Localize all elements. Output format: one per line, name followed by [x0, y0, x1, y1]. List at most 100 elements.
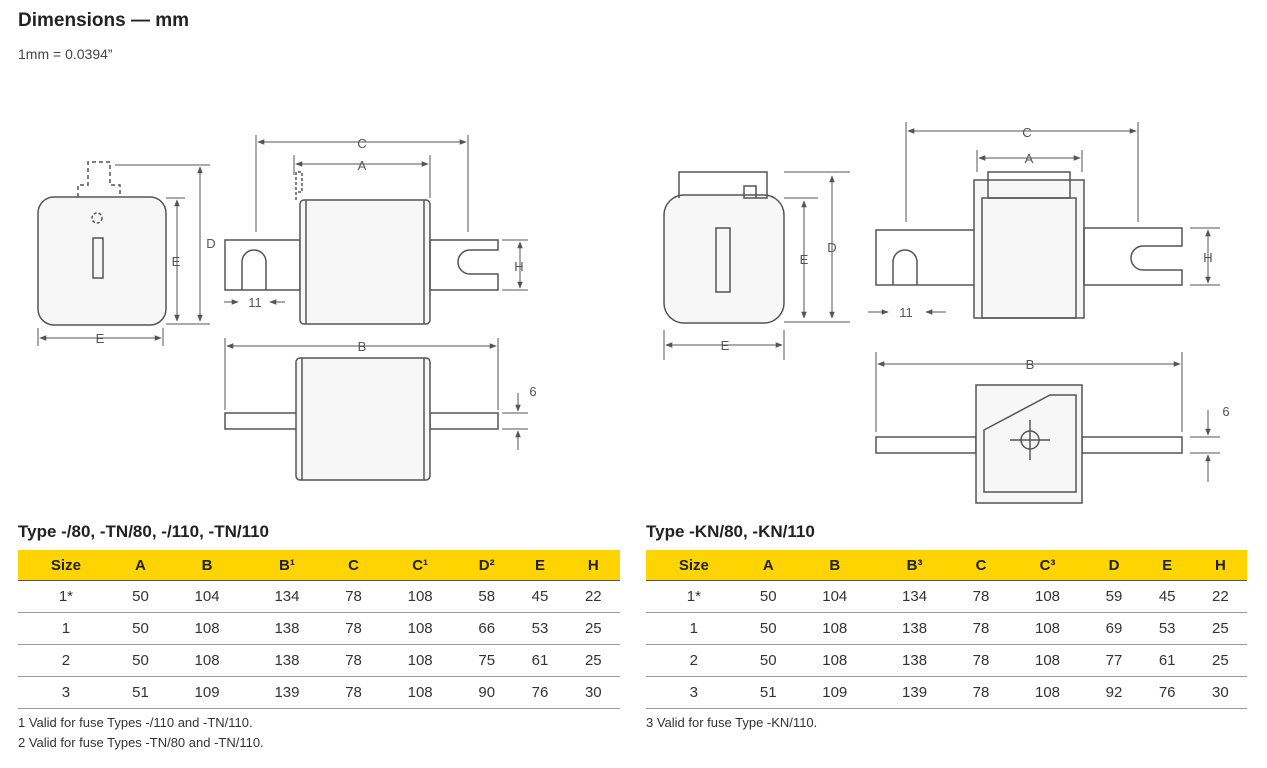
left-spec-section: Type -/80, -TN/80, -/110, -TN/110 Size A… [18, 522, 620, 753]
dim-label-6: 6 [529, 384, 536, 399]
table-cell: 108 [794, 644, 875, 677]
table-cell: 75 [460, 644, 514, 677]
dim-label-e: E [800, 252, 809, 267]
table-cell: 139 [247, 676, 327, 709]
dim-label-b: B [1026, 357, 1035, 372]
dim-label-h: H [1203, 250, 1212, 265]
table-cell: 51 [113, 676, 168, 709]
table-header-row: Size A B B³ C C³ D E H [646, 550, 1247, 581]
table-cell: 104 [167, 580, 247, 613]
table-cell: 139 [874, 676, 955, 709]
dim-label-b: B [358, 339, 367, 354]
table-cell: 50 [741, 580, 795, 613]
table-cell: 50 [113, 644, 168, 677]
table-cell: 58 [460, 580, 514, 613]
table-header-cell: E [513, 550, 567, 581]
left-end-view [37, 161, 167, 326]
table-cell: 1 [18, 612, 114, 645]
dimension-drawings: C A D E E H 11 B 6 C A D E E H 11 B 6 [37, 122, 1230, 504]
table-cell: 25 [1193, 612, 1247, 645]
right-spec-section: Type -KN/80, -KN/110 Size A B B³ C C³ D … [646, 522, 1247, 733]
table-cell: 3 [646, 676, 742, 709]
table-cell: 66 [460, 612, 514, 645]
table-header-cell: D [1087, 550, 1141, 581]
table-cell: 59 [1087, 580, 1141, 613]
table-header-cell: C [326, 550, 381, 581]
dim-label-11: 11 [248, 295, 262, 310]
table-header-cell: H [1193, 550, 1247, 581]
dim-label-h: H [514, 259, 523, 274]
table-cell: 50 [741, 612, 795, 645]
table-cell: 1* [646, 580, 742, 613]
table-cell: 108 [1007, 612, 1088, 645]
dim-label-e: E [721, 338, 730, 353]
table-header-cell: Size [646, 550, 742, 581]
table-cell: 22 [566, 580, 620, 613]
table-cell: 1* [18, 580, 114, 613]
table-header-cell: B³ [874, 550, 955, 581]
table-cell: 45 [513, 580, 567, 613]
dim-label-11: 11 [899, 305, 913, 320]
table-cell: 50 [113, 612, 168, 645]
table-cell: 134 [247, 580, 327, 613]
dim-label-d: D [827, 240, 836, 255]
right-side-view [875, 171, 1183, 319]
right-table-title: Type -KN/80, -KN/110 [646, 522, 815, 541]
table-cell: 69 [1087, 612, 1141, 645]
table-cell: 25 [566, 644, 620, 677]
table-cell: 2 [646, 644, 742, 677]
table-cell: 108 [1007, 644, 1088, 677]
table-cell: 78 [326, 580, 381, 613]
table-cell: 104 [794, 580, 875, 613]
table-cell: 108 [1007, 580, 1088, 613]
table-cell: 78 [326, 676, 381, 709]
table-header-cell: C³ [1007, 550, 1088, 581]
table-cell: 138 [874, 612, 955, 645]
table-header-cell: B [167, 550, 247, 581]
table-cell: 51 [741, 676, 795, 709]
table-header-cell: D² [460, 550, 514, 581]
table-cell: 108 [380, 580, 461, 613]
dim-label-d: D [206, 236, 215, 251]
table-cell: 50 [113, 580, 168, 613]
table-cell: 108 [380, 676, 461, 709]
table-cell: 78 [954, 644, 1008, 677]
dim-label-a: A [358, 158, 367, 173]
table-header-cell: A [741, 550, 795, 581]
table-header-cell: B [794, 550, 875, 581]
table-cell: 78 [954, 580, 1008, 613]
table-cell: 25 [1193, 644, 1247, 677]
dim-label-c: C [357, 136, 366, 151]
footnote: 3 Valid for fuse Type -KN/110. [646, 715, 818, 730]
table-header-cell: E [1140, 550, 1194, 581]
table-cell: 25 [566, 612, 620, 645]
left-side-view [224, 171, 499, 325]
right-end-view [663, 171, 785, 324]
dim-label-e: E [172, 254, 181, 269]
table-cell: 92 [1087, 676, 1141, 709]
dim-label-e: E [96, 331, 105, 346]
table-header-cell: C¹ [380, 550, 461, 581]
table-cell: 78 [326, 612, 381, 645]
right-bottom-view [875, 384, 1183, 504]
unit-conversion-note: 1mm = 0.0394” [18, 46, 113, 62]
table-header-cell: B¹ [247, 550, 327, 581]
table-cell: 22 [1193, 580, 1247, 613]
left-table-title: Type -/80, -TN/80, -/110, -TN/110 [18, 522, 270, 541]
table-cell: 1 [646, 612, 742, 645]
table-cell: 30 [1193, 676, 1247, 709]
page-title: Dimensions — mm [18, 10, 190, 31]
table-cell: 30 [566, 676, 620, 709]
footnote: 1 Valid for fuse Types -/110 and -TN/110… [18, 715, 253, 730]
table-cell: 2 [18, 644, 114, 677]
table-cell: 108 [380, 612, 461, 645]
table-cell: 53 [1140, 612, 1194, 645]
